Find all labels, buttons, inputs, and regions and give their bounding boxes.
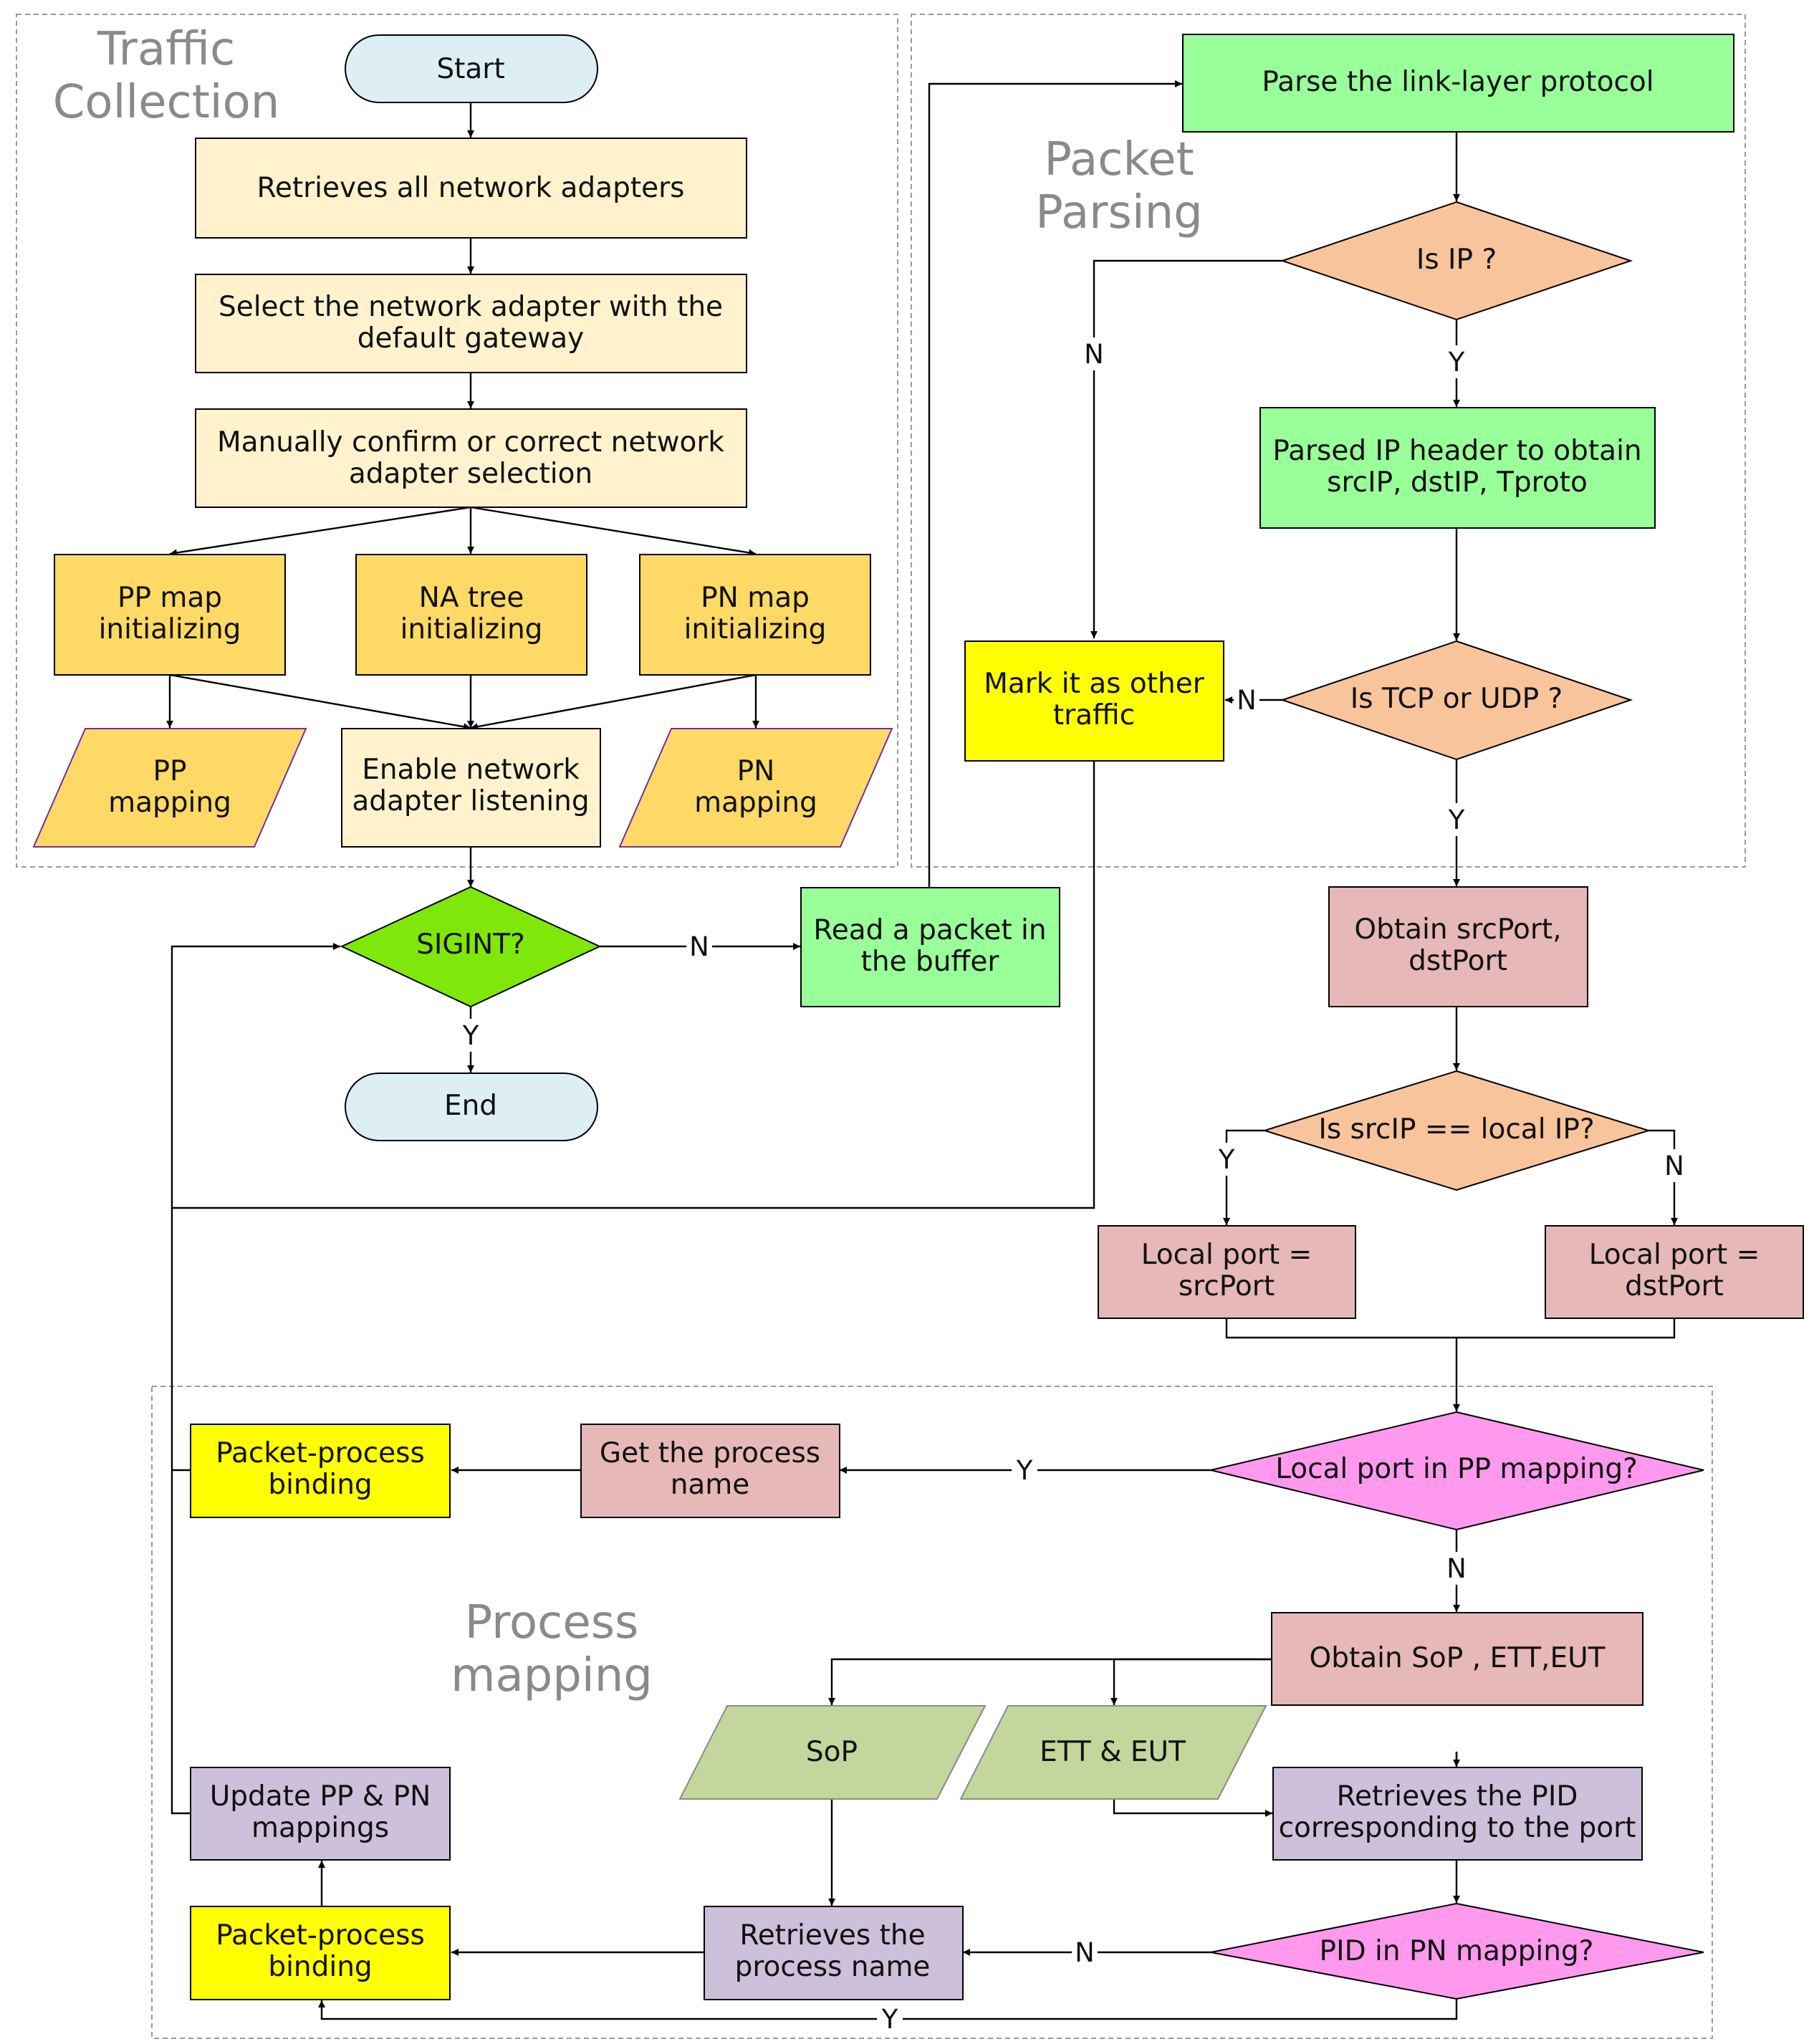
process-mapping-section [151, 1386, 1713, 2039]
pp-no-label: N [1446, 1553, 1467, 1584]
srcip-no-label: N [1664, 1151, 1684, 1181]
start-label: Start [436, 53, 504, 85]
ett-eut-data: ETT & EUT [959, 1705, 1267, 1800]
obtain-sop-step: Obtain SoP , ETT,EUT [1271, 1612, 1643, 1706]
traffic-collection-section [16, 14, 898, 868]
is-tcp-udp-label: Is TCP or UDP ? [1350, 683, 1563, 715]
is-ip-label: Is IP ? [1416, 244, 1497, 276]
tcp-no-label: N [1237, 685, 1257, 716]
sigint-decision: SIGINT? [340, 886, 602, 1008]
edges [166, 80, 1678, 2020]
retrieve-adapters-label: Retrieves all network adapters [257, 172, 685, 204]
sigint-label: SIGINT? [416, 929, 525, 961]
sigint-no-label: N [689, 931, 709, 962]
ett-eut-label: ETT & EUT [1040, 1736, 1186, 1768]
parse-link-label: Parse the link-layer protocol [1262, 66, 1654, 98]
packet-parsing-section [911, 14, 1746, 868]
sop-label: SoP [806, 1736, 858, 1768]
is-tcp-udp-decision: Is TCP or UDP ? [1280, 640, 1633, 761]
in-pp-label: Local port in PP mapping? [1275, 1453, 1638, 1485]
sigint-yes-label: Y [462, 1020, 479, 1051]
end-label: End [444, 1090, 497, 1122]
obtain-sop-label: Obtain SoP , ETT,EUT [1310, 1642, 1606, 1674]
is-ip-decision: Is IP ? [1280, 201, 1633, 321]
obtain-ports-step: Obtain srcPort,dstPort [1328, 886, 1588, 1007]
in-pp-decision: Local port in PP mapping? [1210, 1411, 1704, 1531]
sop-data: SoP [678, 1705, 987, 1800]
pid-in-pn-decision: PID in PN mapping? [1210, 1902, 1704, 2000]
start-terminal: Start [345, 34, 598, 103]
end-terminal: End [345, 1073, 598, 1141]
obtain-ports-label: Obtain srcPort,dstPort [1354, 913, 1561, 977]
is-ip-yes-label: Y [1448, 347, 1465, 378]
is-srcip-local-decision: Is srcIP == local IP? [1262, 1070, 1651, 1191]
pp-yes-label: Y [1016, 1455, 1033, 1486]
local-src-label: Local port =srcPort [1141, 1239, 1312, 1302]
is-srcip-local-label: Is srcIP == local IP? [1318, 1113, 1594, 1146]
parse-link-step: Parse the link-layer protocol [1182, 34, 1734, 133]
srcip-yes-label: Y [1218, 1144, 1235, 1175]
pn-no-label: N [1075, 1937, 1095, 1968]
is-ip-no-label: N [1084, 339, 1104, 370]
local-dst-step: Local port =dstPort [1545, 1225, 1804, 1319]
edge-labels: N Y N Y N Y Y N Y N N Y [459, 337, 1687, 2035]
local-src-step: Local port =srcPort [1098, 1225, 1356, 1319]
pn-yes-label: Y [881, 2004, 898, 2035]
tcp-yes-label: Y [1448, 805, 1465, 835]
retrieve-adapters-step: Retrieves all network adapters [195, 138, 747, 239]
local-dst-label: Local port =dstPort [1589, 1239, 1760, 1302]
pid-in-pn-label: PID in PN mapping? [1320, 1935, 1594, 1967]
